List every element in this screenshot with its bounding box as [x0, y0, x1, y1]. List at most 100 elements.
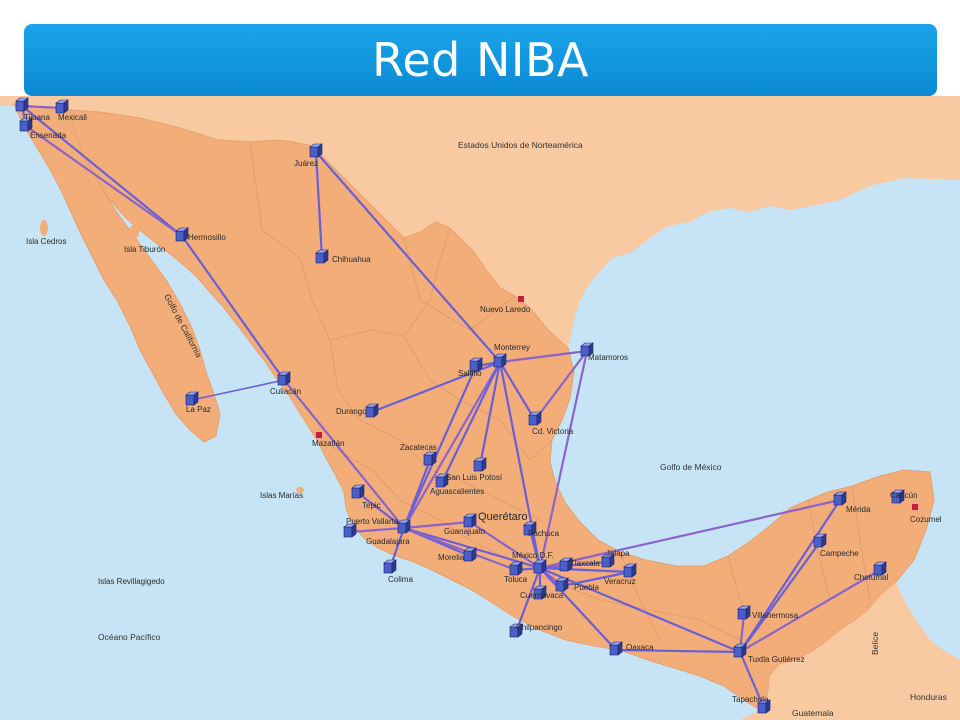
- node-slp-icon[interactable]: [473, 457, 487, 472]
- label-slp: San Luis Potosí: [446, 473, 503, 482]
- land-baja-california: [13, 103, 221, 443]
- node-mexicali-icon[interactable]: [55, 99, 69, 114]
- node-puebla-icon[interactable]: [555, 577, 569, 592]
- node-merida-icon[interactable]: [833, 491, 847, 506]
- node-saltillo-icon[interactable]: [469, 357, 483, 372]
- link-tuxtla-tapachula: [738, 650, 766, 710]
- link-juarez-chihuahua: [314, 150, 324, 260]
- node-toluca-icon[interactable]: [509, 561, 523, 576]
- label-mexicali: Mexicali: [58, 113, 87, 122]
- node-hermosillo-icon[interactable]: [175, 227, 189, 242]
- nuevo-laredo-marker: [518, 296, 524, 302]
- node-tlaxcala-icon[interactable]: [559, 557, 573, 572]
- label-cuernavaca: Cuernavaca: [520, 591, 564, 600]
- label-usa: Estados Unidos de Norteamérica: [458, 140, 583, 150]
- link-mexico_df-merida: [538, 498, 842, 570]
- link-monterrey-aguascalientes: [440, 360, 502, 484]
- label-tapachula: Tapachula: [732, 695, 769, 704]
- node-chilpancingo-icon[interactable]: [509, 623, 523, 638]
- network-nodes: [15, 97, 905, 714]
- node-veracruz-icon[interactable]: [623, 563, 637, 578]
- label-saltillo: Saltillo: [458, 369, 482, 378]
- label-belize: Belice: [870, 632, 880, 655]
- label-toluca: Toluca: [504, 575, 528, 584]
- node-pachuca-icon[interactable]: [523, 521, 537, 536]
- label-tlaxcala: Tlaxcala: [570, 559, 600, 568]
- link-tuxtla-chetumal: [738, 568, 882, 654]
- node-cd-victoria-icon[interactable]: [528, 411, 542, 426]
- label-mexico-df: México D.F.: [512, 551, 554, 560]
- land-central-america: [740, 582, 960, 720]
- link-tijuana-hermosillo: [20, 104, 184, 238]
- node-guanajuato-icon[interactable]: [463, 513, 477, 528]
- link-mexico_df-veracruz: [538, 566, 632, 574]
- label-cozumel: Cozumel: [910, 515, 942, 524]
- label-pacific: Océano Pacífico: [98, 632, 161, 642]
- node-monterrey-icon[interactable]: [493, 353, 507, 368]
- node-la-paz-icon[interactable]: [185, 391, 199, 406]
- link-monterrey-slp: [478, 360, 502, 468]
- node-zacatecas-icon[interactable]: [423, 451, 437, 466]
- label-cancun: Cancún: [890, 491, 918, 500]
- link-juarez-monterrey: [314, 150, 502, 364]
- label-culiacan: Culiacán: [270, 387, 301, 396]
- node-puerto-vallarta-icon[interactable]: [343, 523, 357, 538]
- label-cd-victoria: Cd. Victoria: [532, 427, 574, 436]
- link-matamoros-cd_victoria: [533, 349, 589, 422]
- link-mexico_df-chilpancingo: [514, 566, 542, 634]
- node-xalapa-icon[interactable]: [601, 553, 615, 568]
- label-morelia: Morelia: [438, 553, 465, 562]
- node-aguascalientes-icon[interactable]: [435, 473, 449, 488]
- cozumel-marker: [912, 504, 918, 510]
- link-tijuana-mexicali: [20, 104, 64, 110]
- link-monterrey-cd_victoria: [498, 360, 537, 422]
- node-tepic-icon[interactable]: [351, 484, 365, 499]
- node-juarez-icon[interactable]: [309, 143, 323, 158]
- label-nuevo-laredo: Nuevo Laredo: [480, 305, 531, 314]
- node-ensenada-icon[interactable]: [19, 117, 33, 132]
- land-usa: [0, 96, 960, 348]
- node-campeche-icon[interactable]: [813, 533, 827, 548]
- label-chilpancingo: Chilpancingo: [516, 623, 563, 632]
- label-aguascalientes: Aguascalientes: [430, 487, 484, 496]
- node-villahermosa-icon[interactable]: [737, 605, 751, 620]
- node-morelia-icon[interactable]: [463, 547, 477, 562]
- network-links: [20, 104, 882, 710]
- link-oaxaca-tuxtla: [614, 648, 742, 654]
- label-puerto-vallarta: Puerto Vallarta: [346, 517, 399, 526]
- node-colima-icon[interactable]: [383, 559, 397, 574]
- node-matamoros-icon[interactable]: [580, 342, 594, 357]
- label-xalapa: Jalapa: [606, 549, 630, 558]
- node-chetumal-icon[interactable]: [873, 561, 887, 576]
- link-mexico_df-oaxaca: [538, 566, 618, 652]
- node-oaxaca-icon[interactable]: [609, 641, 623, 656]
- slide-title: Red NIBA: [371, 33, 590, 87]
- label-pachuca: Pachuca: [528, 529, 560, 538]
- node-mexico-df-icon[interactable]: [533, 559, 547, 574]
- label-zacatecas: Zacatecas: [400, 443, 437, 452]
- node-culiacan-icon[interactable]: [277, 371, 291, 386]
- label-mazatlan: Mazatlán: [312, 439, 344, 448]
- node-tuxtla-icon[interactable]: [733, 643, 747, 658]
- label-durango: Durango: [336, 407, 367, 416]
- label-juarez: Juárez: [294, 159, 318, 168]
- node-tijuana-icon[interactable]: [15, 97, 29, 112]
- label-chetumal: Chetumal: [854, 573, 888, 582]
- label-isla-tiburon: Isla Tiburón: [124, 245, 165, 254]
- node-cuernavaca-icon[interactable]: [533, 585, 547, 600]
- label-tepic: Tepic: [362, 501, 381, 510]
- node-chihuahua-icon[interactable]: [315, 249, 329, 264]
- label-matamoros: Matamoros: [588, 353, 628, 362]
- node-durango-icon[interactable]: [365, 403, 379, 418]
- node-tapachula-icon[interactable]: [757, 699, 771, 714]
- link-saltillo-guadalajara: [402, 364, 478, 530]
- node-cancun-icon[interactable]: [891, 489, 905, 504]
- node-guadalajara-icon[interactable]: [397, 519, 411, 534]
- label-veracruz: Veracruz: [604, 577, 636, 586]
- label-guatemala: Guatemala: [792, 708, 834, 718]
- link-guanajuato-mexico_df: [468, 520, 542, 570]
- isla-tiburon-shape: [129, 225, 139, 239]
